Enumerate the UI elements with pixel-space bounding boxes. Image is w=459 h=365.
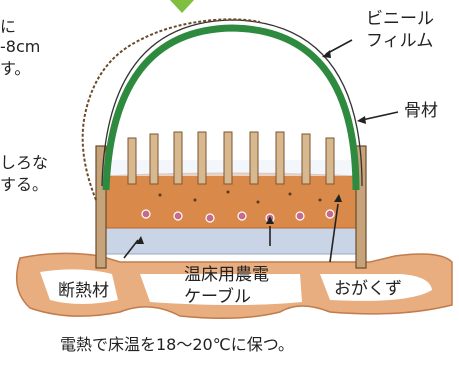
left-fragment-3: す。 bbox=[0, 59, 31, 78]
caption: 電熱で床温を18～20℃に保つ。 bbox=[60, 335, 295, 354]
left-fragment-4: しろな bbox=[0, 153, 49, 172]
label-sawdust: おがくず bbox=[334, 279, 402, 299]
label-vinyl-film-2: フィルム bbox=[366, 31, 434, 51]
top-arrow-icon bbox=[170, 0, 194, 13]
vinyl-film bbox=[101, 19, 363, 187]
left-post bbox=[95, 145, 107, 269]
left-fragment-5: する。 bbox=[0, 175, 49, 194]
label-heating-cable-2: ケーブル bbox=[184, 287, 251, 307]
frame-arch bbox=[102, 24, 360, 191]
left-fragment-2: -8cm bbox=[0, 37, 41, 56]
left-fragment-1: に bbox=[0, 17, 17, 36]
label-frame: 骨材 bbox=[404, 101, 438, 121]
stakes bbox=[127, 131, 335, 185]
right-post bbox=[355, 145, 367, 269]
label-heating-cable-1: 温床用農電 bbox=[184, 265, 269, 285]
label-vinyl-film-1: ビニール bbox=[366, 9, 434, 29]
label-insulation: 断熱材 bbox=[58, 281, 109, 301]
tie-string bbox=[81, 18, 261, 201]
